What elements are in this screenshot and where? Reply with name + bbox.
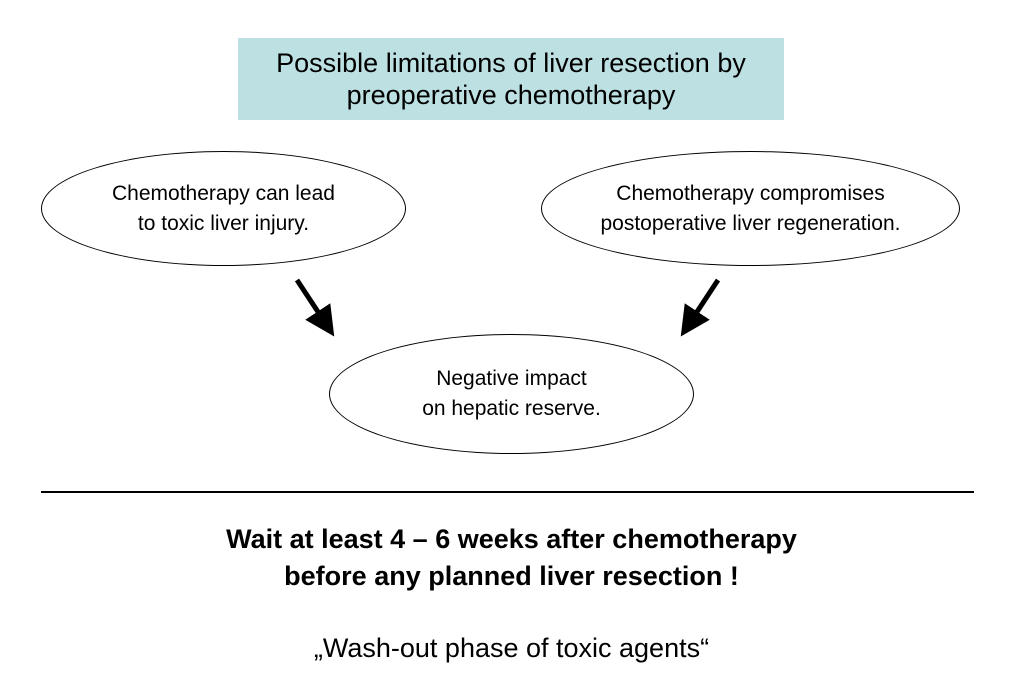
arrow-right-to-center [680, 278, 721, 337]
node-center-line-1: Negative impact [436, 367, 587, 390]
title-box: Possible limitations of liver resection … [238, 38, 784, 120]
conclusion-line-2: before any planned liver resection ! [284, 561, 739, 591]
node-negative-impact-hepatic-reserve: Negative impact on hepatic reserve. [329, 334, 694, 454]
node-right-line-2: postoperative liver regeneration. [600, 211, 901, 235]
title-line-1: Possible limitations of liver resection … [276, 48, 746, 78]
arrow-left-to-center [294, 278, 335, 337]
node-compromised-regeneration: Chemotherapy compromises postoperative l… [541, 151, 960, 266]
title-line-2: preoperative chemotherapy [346, 80, 676, 110]
node-left-line-2: to toxic liver injury. [137, 211, 310, 235]
conclusion-text: Wait at least 4 – 6 weeks after chemothe… [0, 521, 1023, 595]
divider-line [41, 491, 974, 493]
washout-caption: „Wash-out phase of toxic agents“ [313, 633, 710, 663]
conclusion-line-1: Wait at least 4 – 6 weeks after chemothe… [226, 524, 797, 554]
node-toxic-liver-injury: Chemotherapy can lead to toxic liver inj… [41, 151, 406, 266]
node-left-line-1: Chemotherapy can lead [112, 181, 335, 205]
node-right-line-1: Chemotherapy compromises [616, 181, 885, 205]
node-center-line-2: on hepatic reserve. [422, 397, 601, 420]
